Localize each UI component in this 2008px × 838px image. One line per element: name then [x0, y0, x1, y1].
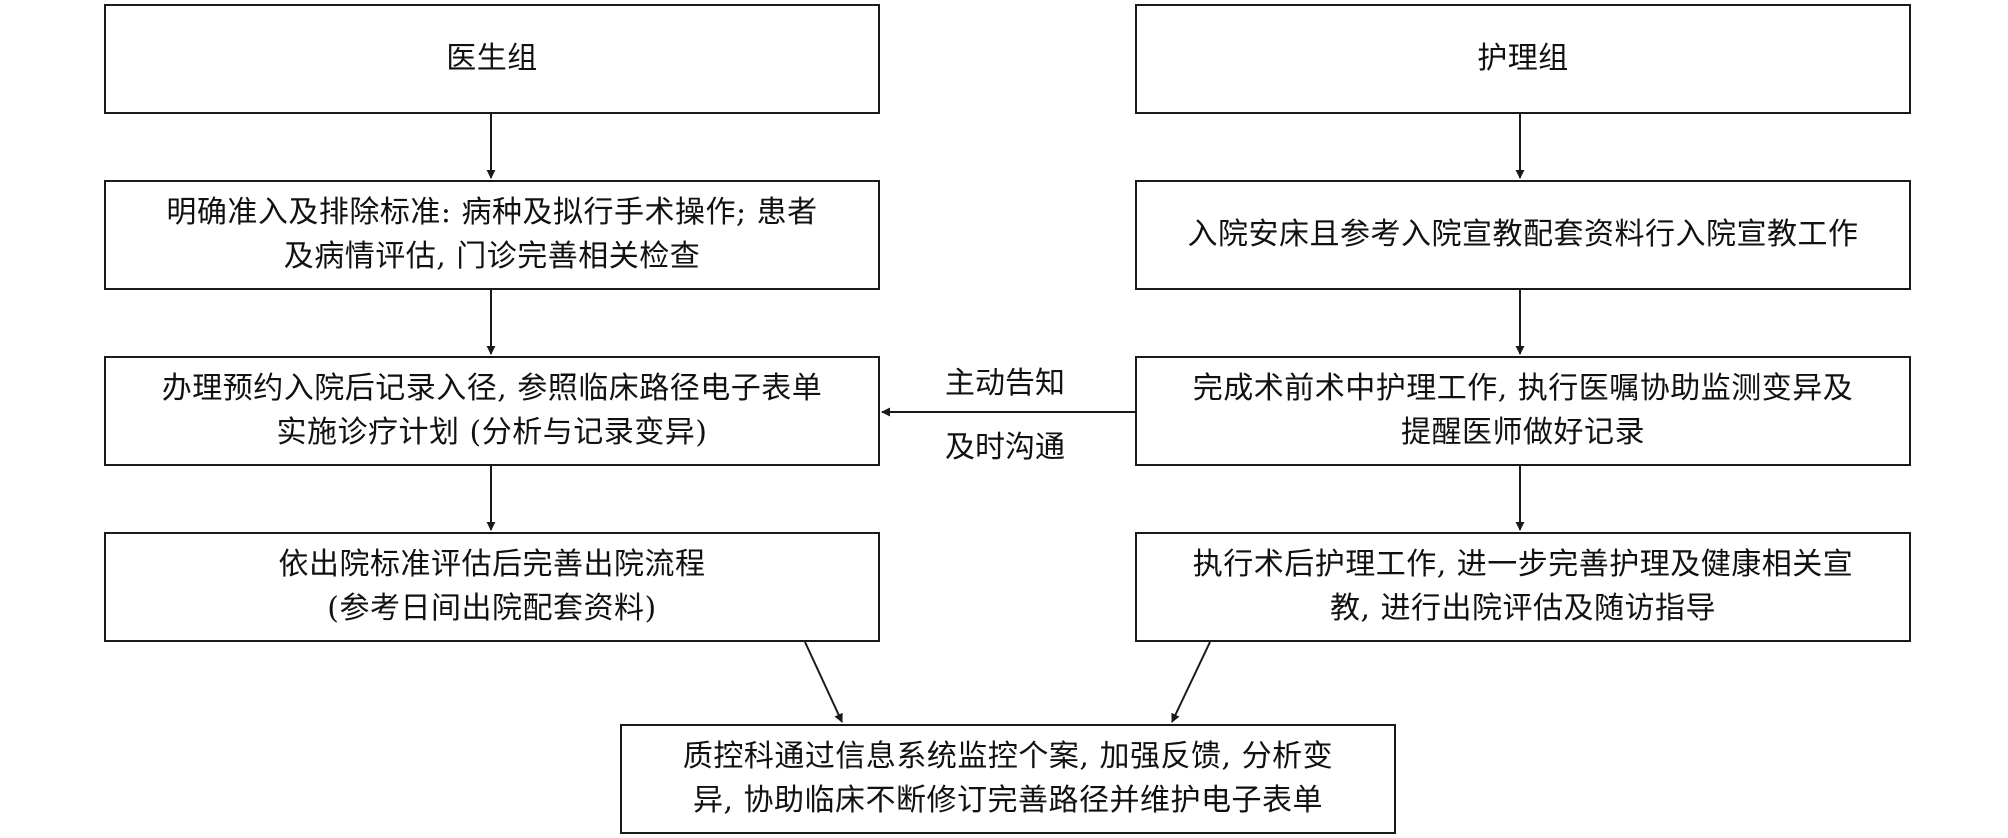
doctor-step-admission-criteria: 明确准入及排除标准: 病种及拟行手术操作; 患者 及病情评估, 门诊完善相关检查	[104, 180, 880, 290]
nursing-step-postoperative: 执行术后护理工作, 进一步完善护理及健康相关宣 教, 进行出院评估及随访指导	[1135, 532, 1911, 642]
doctor-step-2-line-1: 办理预约入院后记录入径, 参照临床路径电子表单	[161, 371, 823, 406]
communication-label-bottom: 及时沟通	[945, 430, 1065, 465]
doctor-step-3-line-2: (参考日间出院配套资料)	[327, 591, 657, 626]
nursing-step-2-line-2: 提醒医师做好记录	[1400, 415, 1645, 450]
doctor-step-1-line-2: 及病情评估, 门诊完善相关检查	[283, 239, 701, 274]
doctor-group-title: 医生组	[446, 41, 538, 76]
doctor-step-treatment-plan: 办理预约入院后记录入径, 参照临床路径电子表单 实施诊疗计划 (分析与记录变异)	[104, 356, 880, 466]
arrow-nursing-to-qc	[1171, 641, 1211, 723]
quality-control-line-2: 异, 协助临床不断修订完善路径并维护电子表单	[692, 783, 1324, 818]
nursing-step-2-line-1: 完成术前术中护理工作, 执行医嘱协助监测变异及	[1192, 371, 1854, 406]
doctor-step-3-line-1: 依出院标准评估后完善出院流程	[278, 547, 706, 582]
communication-label-top: 主动告知	[945, 366, 1065, 401]
nursing-step-3-line-2: 教, 进行出院评估及随访指导	[1329, 591, 1717, 626]
nursing-group-title: 护理组	[1477, 41, 1569, 76]
nursing-step-perioperative: 完成术前术中护理工作, 执行医嘱协助监测变异及 提醒医师做好记录	[1135, 356, 1911, 466]
nursing-group-header: 护理组	[1135, 4, 1911, 114]
nursing-step-1-line-1: 入院安床且参考入院宣教配套资料行入院宣教工作	[1187, 217, 1859, 252]
doctor-step-1-line-1: 明确准入及排除标准: 病种及拟行手术操作; 患者	[166, 195, 818, 230]
doctor-step-2-line-2: 实施诊疗计划 (分析与记录变异)	[276, 415, 708, 450]
arrow-doctor-to-qc	[804, 641, 843, 723]
nursing-step-3-line-1: 执行术后护理工作, 进一步完善护理及健康相关宣	[1192, 547, 1854, 582]
doctor-group-header: 医生组	[104, 4, 880, 114]
doctor-step-discharge: 依出院标准评估后完善出院流程 (参考日间出院配套资料)	[104, 532, 880, 642]
quality-control-line-1: 质控科通过信息系统监控个案, 加强反馈, 分析变	[682, 739, 1334, 774]
nursing-step-admission-education: 入院安床且参考入院宣教配套资料行入院宣教工作	[1135, 180, 1911, 290]
quality-control-box: 质控科通过信息系统监控个案, 加强反馈, 分析变 异, 协助临床不断修订完善路径…	[620, 724, 1396, 834]
